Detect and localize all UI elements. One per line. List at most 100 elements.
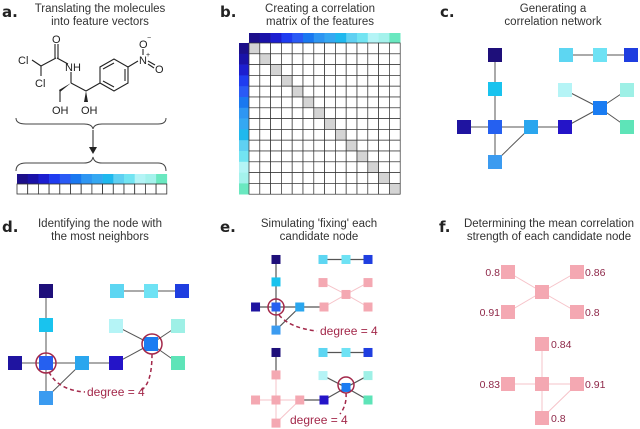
matrix-cell	[389, 118, 401, 130]
network-node	[318, 254, 328, 264]
network-node	[457, 120, 471, 134]
network-node	[363, 347, 373, 357]
network-node	[558, 120, 572, 134]
network-node	[535, 285, 549, 299]
matrix-cell	[324, 172, 336, 184]
matrix-cell	[248, 161, 261, 173]
matrix-cell	[302, 85, 315, 98]
matrix-cell	[248, 85, 261, 98]
network-node	[363, 302, 373, 312]
network-node	[624, 48, 638, 62]
brace-bottom	[15, 156, 167, 172]
panel-e-title-line1: Simulating 'fixing' each	[261, 218, 377, 230]
highlight-circle	[35, 352, 57, 374]
matrix-cell	[324, 96, 336, 109]
matrix-diagonal-cell	[367, 161, 379, 173]
matrix-cell	[281, 172, 293, 184]
network-node	[144, 337, 158, 351]
matrix-cell	[378, 129, 390, 141]
matrix-header-cell	[239, 97, 249, 109]
matrix-cell	[270, 118, 282, 130]
network-f	[501, 265, 584, 425]
matrix-diagonal-cell	[378, 172, 390, 184]
feature-color-cell	[124, 174, 135, 184]
matrix-cell	[259, 96, 271, 109]
feature-color-cell	[59, 174, 71, 184]
matrix-cell	[259, 107, 271, 119]
panel-d-title-line1: Identifying the node with	[38, 218, 162, 230]
matrix-cell	[302, 150, 315, 163]
feature-color-cell	[81, 174, 93, 184]
matrix-cell	[270, 42, 282, 55]
bond	[127, 60, 139, 68]
atom-oh: OH	[52, 105, 69, 117]
feature-vector-cells	[16, 183, 168, 195]
matrix-cell	[313, 139, 325, 152]
network-node	[75, 356, 89, 370]
matrix-cell	[389, 139, 401, 152]
matrix-cell	[324, 64, 336, 76]
matrix-cell	[248, 64, 261, 76]
correlation-network-c	[457, 48, 638, 169]
feature-color-cell	[17, 174, 28, 184]
feature-vector-cell	[91, 183, 104, 195]
matrix-cell	[291, 53, 304, 65]
feature-color-cell	[156, 174, 168, 184]
panel-b-title-line2: matrix of the features	[266, 16, 374, 28]
correlation-value: 0.83	[480, 379, 501, 391]
atom-o: O	[155, 64, 164, 76]
matrix-cell	[324, 107, 336, 119]
network-node	[535, 337, 549, 351]
network-node	[488, 155, 502, 169]
matrix-cell	[281, 150, 293, 163]
feature-color-cell	[134, 174, 146, 184]
matrix-cell	[248, 75, 261, 87]
matrix-cell	[389, 53, 401, 65]
brace-top	[15, 117, 167, 130]
network-node	[593, 48, 607, 62]
atom-n: N	[139, 55, 147, 67]
matrix-cell	[259, 139, 271, 152]
matrix-cell	[281, 129, 293, 141]
dashed-connector	[339, 392, 347, 415]
matrix-cell	[313, 42, 325, 55]
charge-plus: +	[146, 52, 150, 59]
matrix-header-cell	[346, 33, 358, 43]
matrix-cell	[389, 150, 401, 163]
matrix-diagonal-cell	[270, 64, 282, 76]
matrix-header-cell	[239, 43, 249, 55]
network-node	[501, 265, 515, 279]
matrix-cell	[313, 75, 325, 87]
matrix-cell	[335, 75, 347, 87]
matrix-cell	[291, 183, 304, 195]
atom-nh: NH	[65, 62, 81, 74]
panel-a-header: a. Translating the molecules into featur…	[2, 3, 166, 28]
matrix-cell	[302, 42, 315, 55]
network-node	[271, 347, 281, 357]
matrix-cell	[270, 150, 282, 163]
dashed-connector	[139, 353, 153, 392]
matrix-cell	[356, 161, 369, 173]
matrix-cell	[356, 85, 369, 98]
panel-e-header: e. Simulating 'fixing' each candidate no…	[220, 218, 377, 243]
matrix-cell	[378, 75, 390, 87]
wedge-bond	[59, 83, 71, 92]
network-node	[363, 254, 373, 264]
matrix-cell	[313, 150, 325, 163]
network-e-top	[251, 254, 373, 335]
matrix-cell	[335, 107, 347, 119]
matrix-cell	[345, 96, 358, 109]
network-node	[341, 347, 351, 357]
network-node	[363, 278, 373, 288]
matrix-cell	[389, 96, 401, 109]
feature-color-cell	[145, 174, 157, 184]
feature-vector-cell	[38, 183, 50, 195]
matrix-cell	[378, 183, 390, 195]
matrix-cell	[356, 42, 369, 55]
feature-vector-cell	[59, 183, 71, 195]
matrix-header-cell	[239, 118, 249, 130]
matrix-header-cell	[313, 33, 325, 43]
network-node	[593, 101, 607, 115]
matrix-cell	[356, 139, 369, 152]
bond	[56, 57, 69, 65]
